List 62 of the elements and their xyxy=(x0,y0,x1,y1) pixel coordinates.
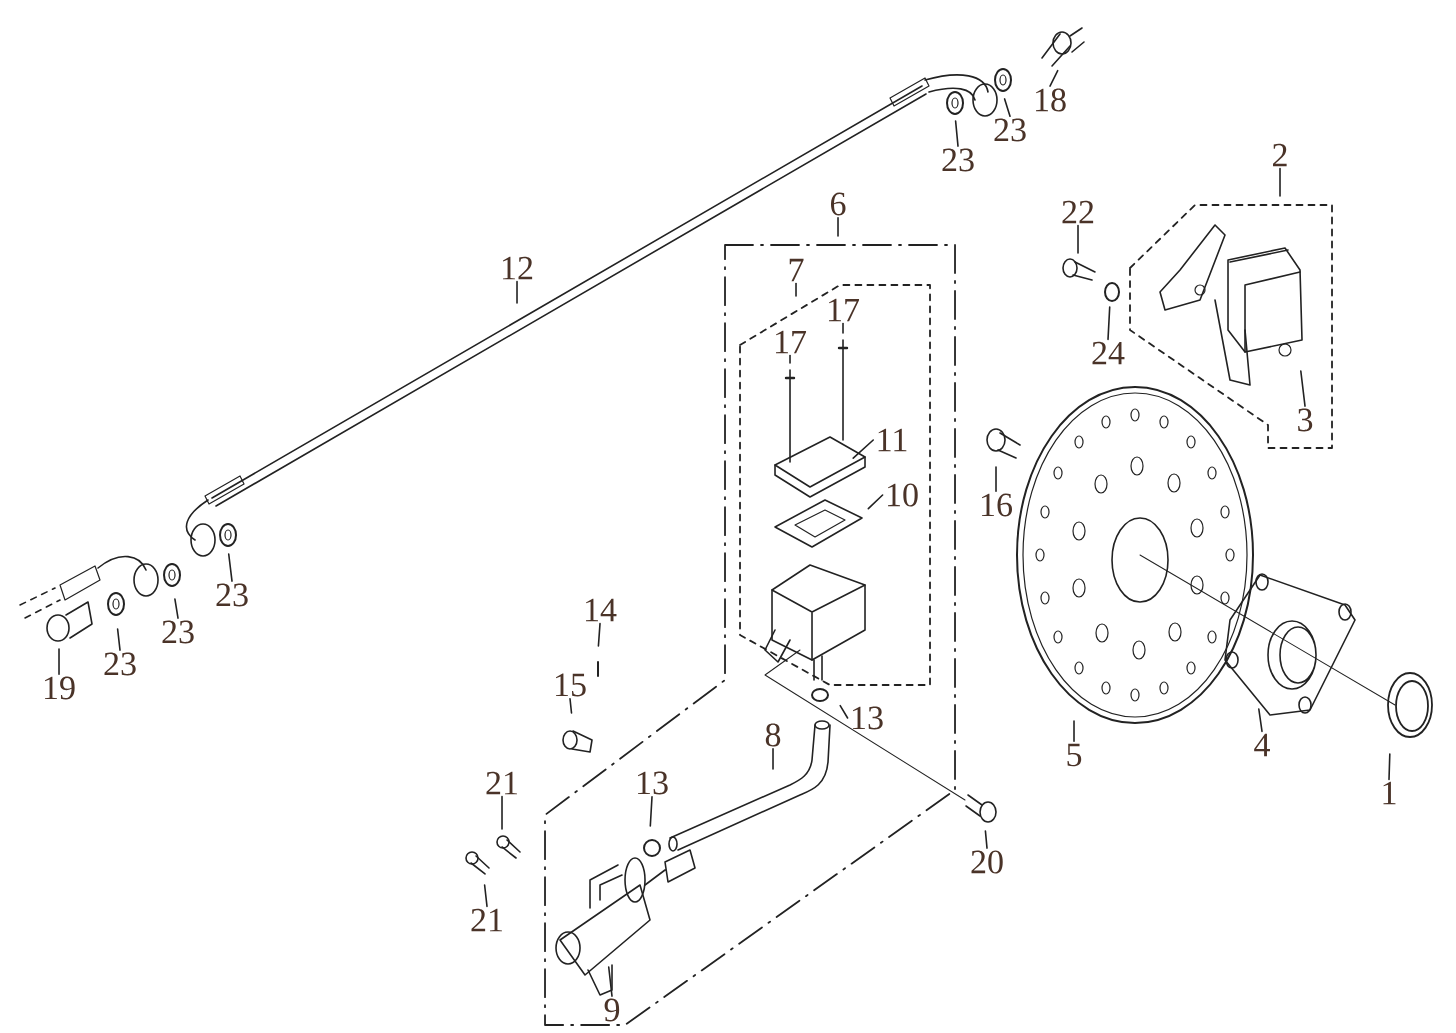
leader-line xyxy=(597,622,601,647)
leader-line xyxy=(984,830,988,849)
leader-line xyxy=(772,748,774,770)
callout-number: 19 xyxy=(45,676,75,700)
callout-number: 17 xyxy=(776,330,807,354)
leader-line xyxy=(516,280,518,304)
callout-number: 13 xyxy=(853,706,883,730)
leader-line xyxy=(837,217,839,237)
leader-line xyxy=(569,698,573,714)
leader-line xyxy=(1279,167,1281,197)
leader-line xyxy=(227,553,233,582)
leader-line xyxy=(795,282,797,297)
callout-number: 2 xyxy=(1273,143,1287,167)
callout-number: 21 xyxy=(471,908,502,932)
leader-line xyxy=(1049,69,1059,87)
leader-line xyxy=(789,354,791,364)
callout-number: 3 xyxy=(1298,408,1313,432)
leader-line xyxy=(954,120,959,147)
leader-line xyxy=(501,795,503,830)
callout-number: 20 xyxy=(971,850,1003,874)
leader-line xyxy=(1073,720,1075,743)
callout-number: 9 xyxy=(604,998,620,1022)
callout-number: 24 xyxy=(1092,341,1125,365)
callout-number: 4 xyxy=(1254,733,1270,757)
callout-number: 13 xyxy=(638,771,668,795)
leader-line xyxy=(483,884,488,908)
leader-line xyxy=(1077,224,1079,254)
leader-line xyxy=(867,494,884,510)
callout-number: 18 xyxy=(1036,88,1066,112)
leader-line xyxy=(1388,753,1391,781)
callout-number: 14 xyxy=(586,598,617,622)
callout-number: 21 xyxy=(486,771,517,795)
leader-line xyxy=(839,704,849,719)
leader-line xyxy=(995,466,997,492)
callout-number: 5 xyxy=(1067,743,1082,767)
leader-line xyxy=(174,598,179,619)
callout-number: 15 xyxy=(556,673,586,697)
callout-number: 23 xyxy=(216,583,248,607)
callout-number: 12 xyxy=(503,256,533,280)
leader-line xyxy=(1107,306,1111,341)
leader-line xyxy=(852,439,875,459)
leader-line xyxy=(842,322,844,334)
leader-line xyxy=(1300,370,1306,407)
leader-line xyxy=(607,966,613,997)
callout-number: 23 xyxy=(162,620,194,644)
callout-number: 23 xyxy=(104,652,136,676)
leader-line xyxy=(116,628,121,651)
callout-number: 22 xyxy=(1062,200,1094,224)
leader-line xyxy=(58,648,60,675)
callout-number: 16 xyxy=(982,493,1012,517)
callout-number: 11 xyxy=(878,428,907,452)
callout-number: 6 xyxy=(831,192,846,216)
leader-line xyxy=(1003,98,1011,117)
callout-number: 1 xyxy=(1383,781,1396,805)
callout-number: 7 xyxy=(789,258,804,282)
leader-line xyxy=(649,796,653,827)
callout-number: 17 xyxy=(829,298,860,322)
leader-line xyxy=(1258,708,1263,733)
callout-number: 10 xyxy=(888,483,918,507)
callout-number: 23 xyxy=(942,148,974,172)
callout-number: 8 xyxy=(765,723,781,747)
callout-number: 23 xyxy=(994,118,1026,142)
